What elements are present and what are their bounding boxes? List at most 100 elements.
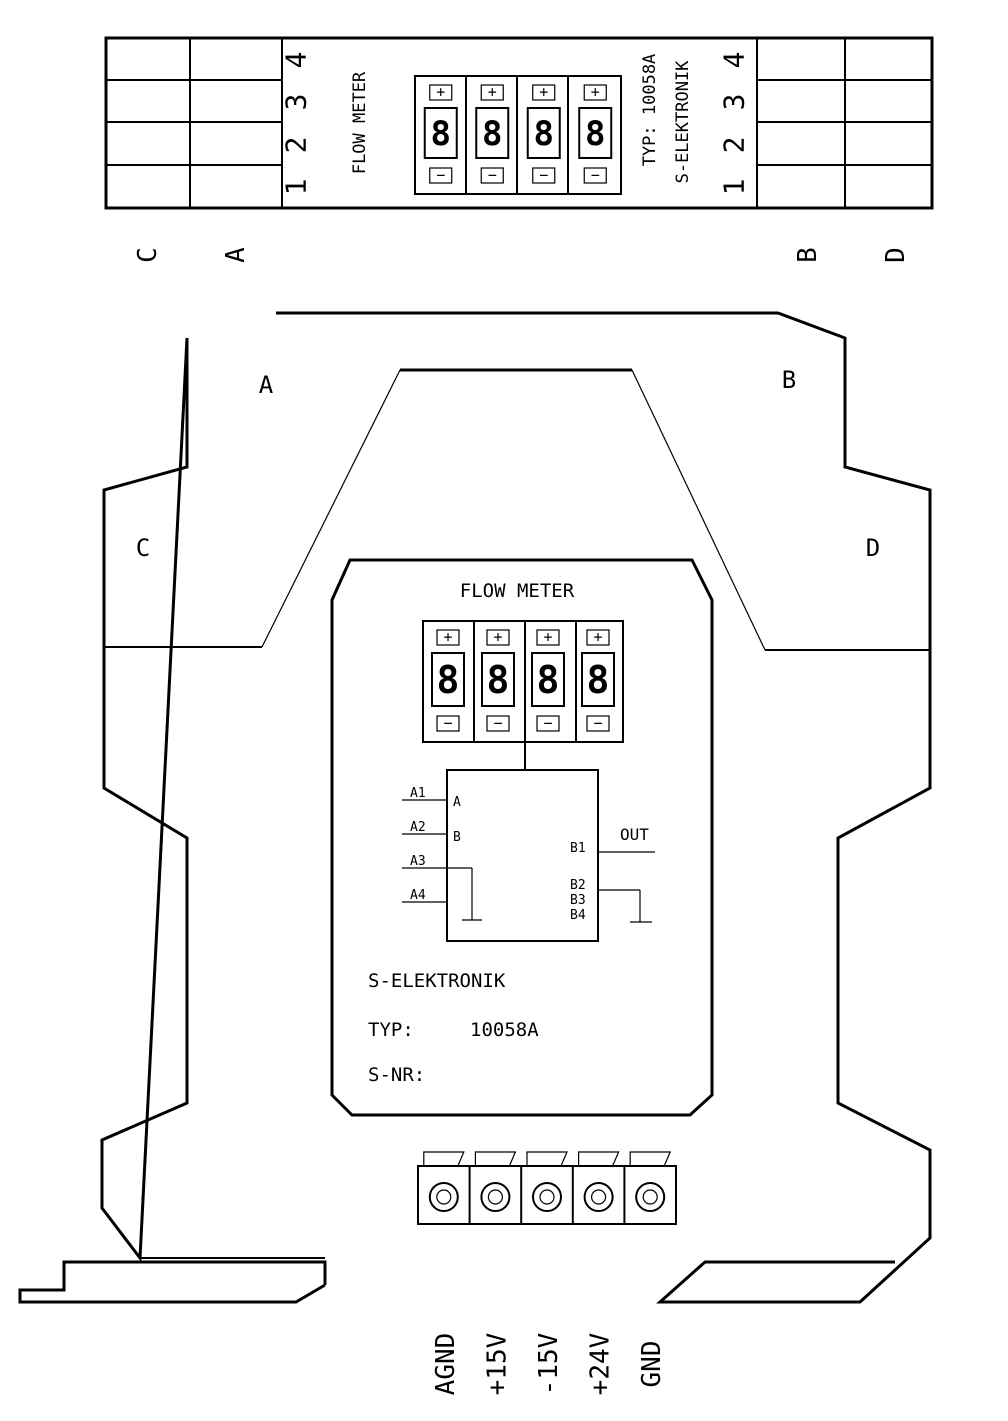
corner-label-b: B	[782, 366, 796, 394]
top-plus-label-2: +	[488, 83, 497, 101]
terminal-clamp-4	[577, 1151, 620, 1167]
power-terminal-3[interactable]	[520, 1151, 568, 1224]
panel-minus-button-4[interactable]	[586, 715, 610, 732]
power-terminal-block	[417, 1151, 677, 1225]
terminal-screw-head-1	[436, 1189, 452, 1205]
power-terminal-5[interactable]	[623, 1151, 672, 1224]
top-plus-label-4: +	[591, 83, 600, 101]
wire-a2: A2	[410, 820, 426, 835]
panel-minus-label-1: −	[443, 714, 452, 732]
panel-plus-label-1: +	[443, 628, 452, 646]
top-minus-label-1: −	[436, 166, 445, 184]
right-pin-1: 1	[718, 179, 751, 196]
top-display-block: +8 − +8 − +8 − +8 −	[414, 75, 622, 195]
terminal-screw-1[interactable]	[428, 1182, 459, 1212]
top-minus-button-4[interactable]	[583, 167, 607, 184]
top-digit-cell-4[interactable]: +8 −	[578, 83, 613, 184]
top-digit-cell-2[interactable]: +8 −	[475, 83, 510, 184]
wire-a1: A1	[410, 786, 426, 801]
front-panel: FLOW METER +8−+8−+8−+8− A1 A2 A3 A4 A B	[330, 558, 714, 1117]
panel-minus-button-1[interactable]	[436, 715, 460, 732]
out-b1: B1	[570, 841, 586, 856]
top-digit-3: 8	[534, 114, 554, 154]
schematic: A1 A2 A3 A4 A B OUT B1 B2 B3 B4	[402, 769, 655, 942]
right-pin-3: 3	[718, 94, 751, 111]
housing-body	[100, 311, 932, 1304]
panel-minus-button-3[interactable]	[536, 715, 560, 732]
panel-maker: S-ELEKTRONIK	[368, 970, 506, 992]
top-minus-label-2: −	[488, 166, 497, 184]
terminal-screw-head-5	[642, 1189, 658, 1205]
power-terminal-1[interactable]	[423, 1151, 465, 1212]
top-digit-2: 8	[482, 114, 502, 154]
panel-title: FLOW METER	[460, 580, 575, 602]
top-plus-button-4[interactable]	[583, 84, 607, 101]
right-pin-4: 4	[718, 52, 751, 69]
top-view: 4 3 2 1 FLOW METER TYP: 10058A S-ELEKTRO…	[104, 36, 934, 263]
panel-plus-label-3: +	[543, 628, 552, 646]
power-terminal-4[interactable]	[571, 1151, 620, 1224]
housing: A B C D	[18, 311, 932, 1304]
power-label-4: +24V	[586, 1333, 616, 1396]
right-terminal-block	[756, 38, 932, 208]
out-b4: B4	[570, 908, 586, 923]
terminal-screw-head-4	[590, 1189, 607, 1205]
terminal-screw-3[interactable]	[532, 1182, 562, 1212]
terminal-screw-5[interactable]	[635, 1182, 666, 1212]
left-pin-4: 4	[280, 52, 313, 69]
panel-digit-cell-1[interactable]: +8 −	[431, 628, 465, 732]
pin-a: A	[453, 795, 461, 810]
corner-label-d: D	[866, 534, 880, 562]
top-plus-label-3: +	[539, 83, 548, 101]
top-digit-window-4	[578, 107, 613, 159]
top-plus-label-1: +	[436, 83, 445, 101]
top-digit-window-1	[423, 107, 458, 159]
power-label-3: -15V	[534, 1333, 564, 1396]
panel-snr-label: S-NR:	[368, 1064, 425, 1086]
panel-minus-button-2[interactable]	[486, 715, 510, 732]
top-digit-cell-1[interactable]: +8 −	[423, 83, 458, 184]
top-plus-button-1[interactable]	[429, 84, 453, 101]
panel-digit-4: 8	[587, 658, 610, 702]
panel-digit-1: 8	[437, 658, 460, 702]
top-digit-4: 8	[585, 114, 605, 154]
top-plus-button-2[interactable]	[480, 84, 504, 101]
top-digit-cell-3[interactable]: +8 −	[526, 83, 561, 184]
terminal-clamp-1	[423, 1151, 465, 1167]
power-terminal-2[interactable]	[468, 1151, 517, 1224]
terminal-screw-2[interactable]	[480, 1182, 511, 1212]
top-minus-label-3: −	[539, 166, 548, 184]
terminal-clamp-5	[629, 1151, 672, 1167]
panel-minus-label-4: −	[593, 714, 602, 732]
panel-plus-button-4[interactable]	[586, 629, 610, 646]
panel-plus-button-3[interactable]	[536, 629, 560, 646]
power-label-1: AGND	[431, 1333, 461, 1396]
left-pin-1: 1	[280, 179, 313, 196]
panel-digit-window-2	[481, 652, 515, 707]
top-minus-button-3[interactable]	[532, 167, 556, 184]
top-letter-b: B	[793, 247, 823, 263]
power-label-5: GND	[637, 1341, 667, 1388]
terminal-screw-4[interactable]	[583, 1182, 614, 1212]
panel-typ-label: TYP:	[368, 1019, 414, 1041]
panel-plus-label-2: +	[493, 628, 502, 646]
panel-plus-button-1[interactable]	[436, 629, 460, 646]
panel-typ-value: 10058A	[470, 1019, 539, 1041]
panel-digit-cell-3[interactable]: +8−	[531, 628, 565, 732]
panel-digit-cell-4[interactable]: +8−	[581, 628, 615, 732]
panel-plus-button-2[interactable]	[486, 629, 510, 646]
corner-label-c: C	[136, 534, 150, 562]
top-plus-button-3[interactable]	[532, 84, 556, 101]
wire-a4: A4	[410, 888, 426, 903]
left-pin-3: 3	[280, 94, 313, 111]
top-digit-1: 8	[431, 114, 451, 154]
panel-digit-cell-2[interactable]: +8−	[481, 628, 515, 732]
top-letter-c: C	[133, 247, 163, 263]
panel-digit-window-1	[431, 652, 465, 707]
power-label-2: +15V	[482, 1333, 512, 1396]
top-minus-button-2[interactable]	[480, 167, 504, 184]
top-minus-button-1[interactable]	[429, 167, 453, 184]
top-minus-label-4: −	[591, 166, 600, 184]
left-pin-2: 2	[280, 137, 313, 154]
